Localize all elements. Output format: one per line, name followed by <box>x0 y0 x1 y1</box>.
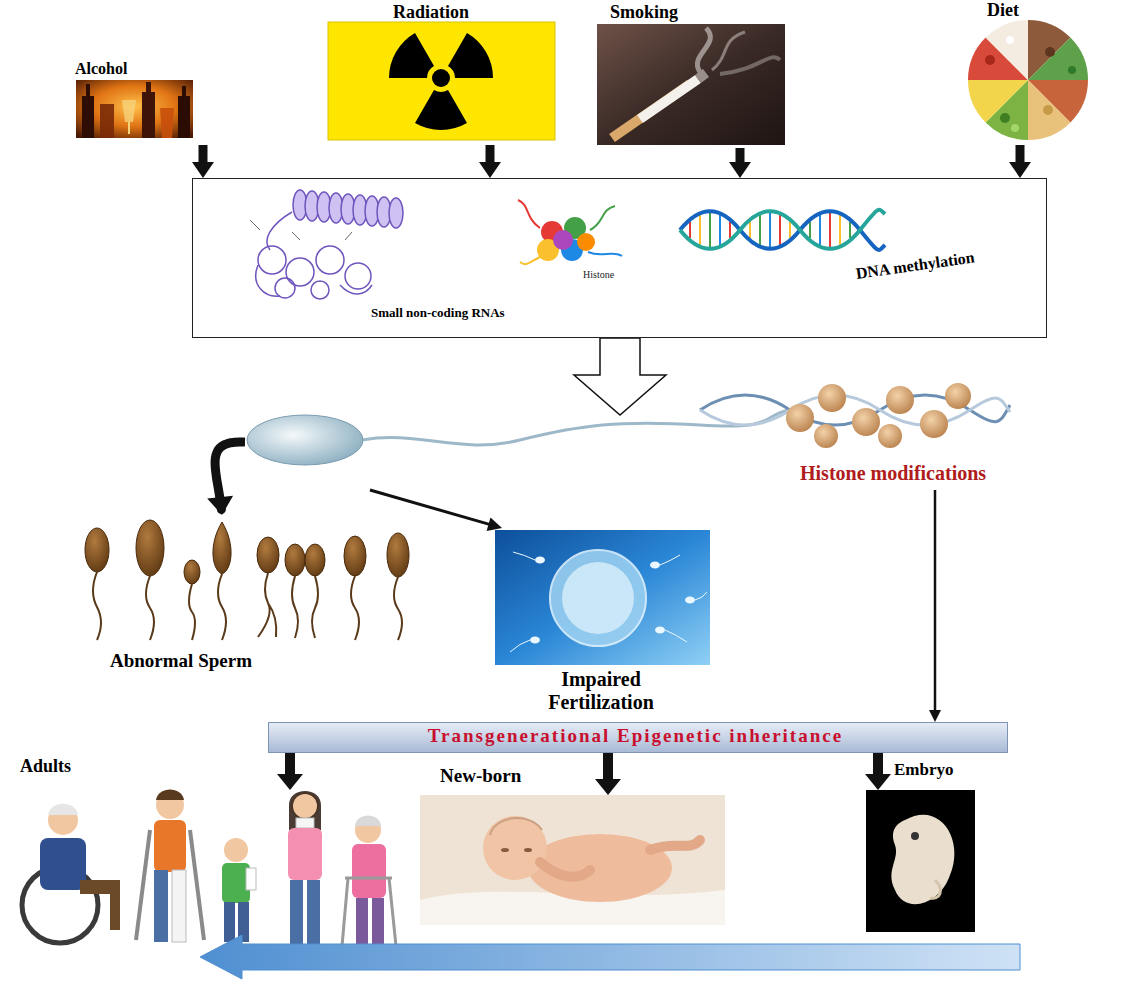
node-label: Small non-coding RNAs <box>371 306 505 321</box>
block-arrow <box>200 935 1020 979</box>
factor-panel: Alcohol <box>70 58 215 145</box>
arrow-head <box>277 774 303 790</box>
fertilization-picture <box>495 530 710 665</box>
node-label: Abnormal Sperm <box>110 650 252 672</box>
embryo-picture <box>866 790 975 932</box>
arrow-connector <box>1009 145 1031 178</box>
arrow-head <box>207 496 233 515</box>
node-label: New-born <box>440 765 521 787</box>
nucleosome-picture <box>518 200 622 264</box>
inheritance-band: Transgenerational Epigenetic inheritance <box>268 722 1008 753</box>
arrow-connector <box>370 490 502 531</box>
outcome-panel: Abnormal Sperm <box>75 515 415 677</box>
factor-panel: Radiation <box>325 0 560 145</box>
arrow-head <box>487 517 502 531</box>
connector-line <box>370 490 491 525</box>
arrow-head <box>1009 162 1031 178</box>
arrow-head <box>595 779 621 795</box>
diet-picture <box>968 20 1088 140</box>
arrow-connector <box>479 145 501 178</box>
node-label: Diet <box>987 0 1019 21</box>
arrow-connector <box>595 753 621 795</box>
arrow-head <box>192 162 214 178</box>
generation-panel: Adults <box>5 790 400 950</box>
generation-panel: New-born <box>420 795 725 925</box>
adults-picture <box>22 790 396 947</box>
chromatin-picture <box>250 190 403 299</box>
arrow-connector <box>192 145 214 178</box>
factor-panel: Diet <box>945 0 1110 145</box>
factor-panel: Smoking <box>595 0 790 148</box>
smoking-picture <box>597 24 785 145</box>
generation-panel: Embryo <box>866 790 975 932</box>
block-arrow <box>574 338 666 415</box>
arrow-head <box>929 710 941 722</box>
newborn-picture <box>420 795 725 925</box>
arrow-head <box>865 774 891 790</box>
node-label: Embryo <box>894 760 954 780</box>
dna-helix <box>680 210 885 250</box>
connector-line <box>934 490 937 712</box>
node-label: Transgenerational Epigenetic inheritance <box>269 723 1002 749</box>
arrow-connector <box>574 338 666 415</box>
node-label: Adults <box>20 756 71 777</box>
connector-line <box>873 753 883 777</box>
node-label: Smoking <box>610 2 678 23</box>
node-label: Impaired Fertilization <box>516 668 686 714</box>
arrow-head <box>479 162 501 178</box>
mechanism-box: Small non-coding RNAs Histone DNA methylat… <box>192 178 1047 338</box>
arrow-connector <box>929 490 941 722</box>
node-label: Histone <box>583 269 614 281</box>
radiation-symbol <box>328 22 555 140</box>
connector-line <box>603 753 613 782</box>
node-label: DNA methylation <box>855 248 976 283</box>
arrow-connector <box>865 753 891 790</box>
connector-line <box>285 753 295 777</box>
arrow-connector <box>729 148 751 178</box>
arrow-head <box>729 162 751 178</box>
abnormal-sperm-picture <box>85 520 409 640</box>
outcome-panel: Impaired Fertilization <box>490 528 712 718</box>
node-label: Radiation <box>393 2 469 23</box>
node-label: Histone modifications <box>800 462 986 485</box>
arrow-connector <box>277 753 303 790</box>
arrow-connector <box>207 442 245 515</box>
arrow-connector <box>200 935 1020 979</box>
node-label: Alcohol <box>75 60 127 78</box>
alcohol-picture <box>76 80 193 138</box>
sperm-figure: Histone modifications <box>245 415 1040 490</box>
